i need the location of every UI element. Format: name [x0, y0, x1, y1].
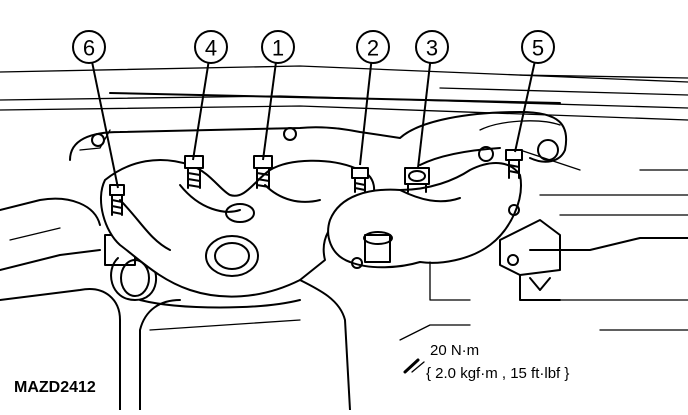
- callout-4: 4: [192, 30, 228, 161]
- callout-circle-2: [356, 30, 390, 64]
- nut-2: [351, 167, 369, 193]
- stud-bolts: [109, 146, 523, 216]
- callout-number-2: 2: [367, 36, 379, 61]
- engine-top-lines: [0, 65, 688, 121]
- callout-circle-3: [415, 30, 449, 64]
- engine-block-right: [399, 169, 688, 341]
- callout-leader-3: [417, 62, 432, 169]
- torque-line-2: { 2.0 kgf·m , 15 ft·lbf }: [426, 365, 569, 382]
- callout-leader-6: [91, 62, 119, 189]
- nut-5: [505, 149, 523, 179]
- callout-number-6: 6: [83, 36, 95, 61]
- callout-circle-5: [521, 30, 555, 64]
- callout-leader-4: [192, 62, 210, 161]
- callout-circle-6: [72, 30, 106, 64]
- exhaust-manifold: [100, 159, 376, 411]
- callout-leader-5: [514, 62, 536, 153]
- manifold-collector: [327, 147, 522, 269]
- callout-2: 2: [356, 30, 390, 166]
- torque-line-1: 20 N·m: [430, 342, 479, 359]
- cylinder-head-flange: [69, 111, 581, 171]
- callout-5: 5: [514, 30, 555, 153]
- figure-code: MAZD2412: [14, 379, 96, 396]
- callout-number-4: 4: [205, 36, 217, 61]
- callout-1: 1: [261, 30, 295, 161]
- callout-group: 6 4 1 2 3 5: [72, 30, 555, 189]
- washer-near-5: [478, 146, 494, 162]
- callout-leader-1: [262, 62, 277, 161]
- torque-annotation: 20 N·m { 2.0 kgf·m , 15 ft·lbf }: [403, 342, 569, 382]
- callout-number-3: 3: [426, 36, 438, 61]
- callout-3: 3: [415, 30, 449, 169]
- callout-number-1: 1: [272, 36, 284, 61]
- nut-3: [404, 167, 430, 193]
- callout-number-5: 5: [532, 36, 544, 61]
- callout-circle-4: [194, 30, 228, 64]
- callout-circle-1: [261, 30, 295, 64]
- callout-6: 6: [72, 30, 119, 189]
- torque-mark: [403, 358, 420, 374]
- callout-leader-2: [359, 62, 373, 166]
